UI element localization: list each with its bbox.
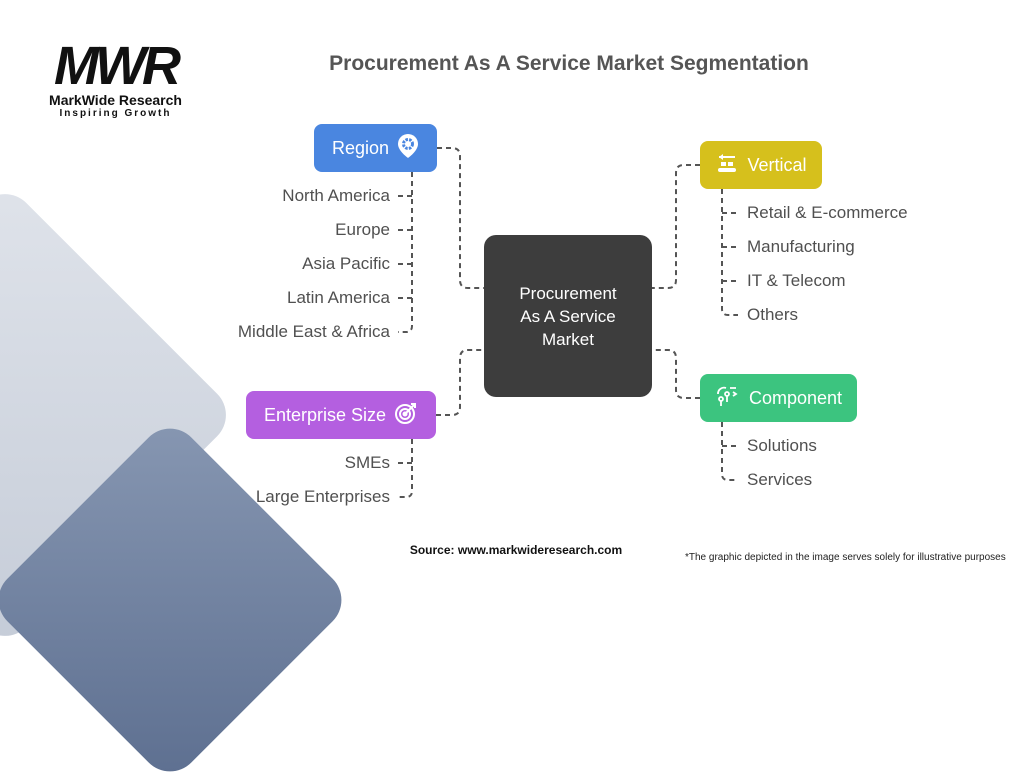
list-item: Large Enterprises bbox=[255, 487, 390, 506]
segment-label: Vertical bbox=[747, 154, 807, 175]
center-line-2: As A Service bbox=[520, 306, 616, 326]
segment-vertical: Vertical bbox=[700, 141, 822, 189]
list-item: North America bbox=[282, 186, 390, 205]
list-item: Others bbox=[747, 305, 799, 324]
list-item: Latin America bbox=[287, 288, 390, 307]
list-item: Europe bbox=[335, 220, 390, 239]
logo-mark: MWR bbox=[54, 36, 181, 96]
segment-label: Enterprise Size bbox=[263, 404, 387, 425]
disclaimer-text: *The graphic depicted in the image serve… bbox=[685, 552, 1006, 563]
source-text: Source: www.markwideresearch.com bbox=[409, 543, 623, 557]
network-icon bbox=[715, 384, 741, 413]
segment-enterprise-size: Enterprise Size bbox=[246, 391, 436, 439]
list-item: IT & Telecom bbox=[747, 271, 846, 290]
segment-label: Region bbox=[331, 137, 390, 158]
logo-brand: MarkWide Research bbox=[49, 92, 182, 108]
segment-region: Region bbox=[314, 124, 437, 172]
list-item: SMEs bbox=[344, 453, 390, 472]
list-item: Manufacturing bbox=[747, 237, 855, 256]
location-gear-icon bbox=[397, 133, 419, 164]
connector-lines bbox=[398, 147, 738, 498]
list-item: Retail & E-commerce bbox=[747, 203, 908, 222]
conveyor-icon bbox=[715, 151, 739, 180]
list-item: Services bbox=[747, 470, 813, 489]
list-item: Middle East & Africa bbox=[237, 322, 390, 341]
logo: MWR MarkWide Research Inspiring Growth bbox=[38, 36, 193, 119]
target-icon bbox=[394, 401, 418, 430]
page-title: Procurement As A Service Market Segmenta… bbox=[329, 52, 809, 75]
logo-tagline: Inspiring Growth bbox=[59, 108, 172, 119]
center-line-1: Procurement bbox=[519, 283, 617, 303]
segment-label: Component bbox=[748, 387, 843, 408]
segment-component: Component bbox=[700, 374, 857, 422]
list-item: Solutions bbox=[747, 436, 817, 455]
center-line-3: Market bbox=[542, 329, 594, 349]
list-item: Asia Pacific bbox=[302, 254, 390, 273]
